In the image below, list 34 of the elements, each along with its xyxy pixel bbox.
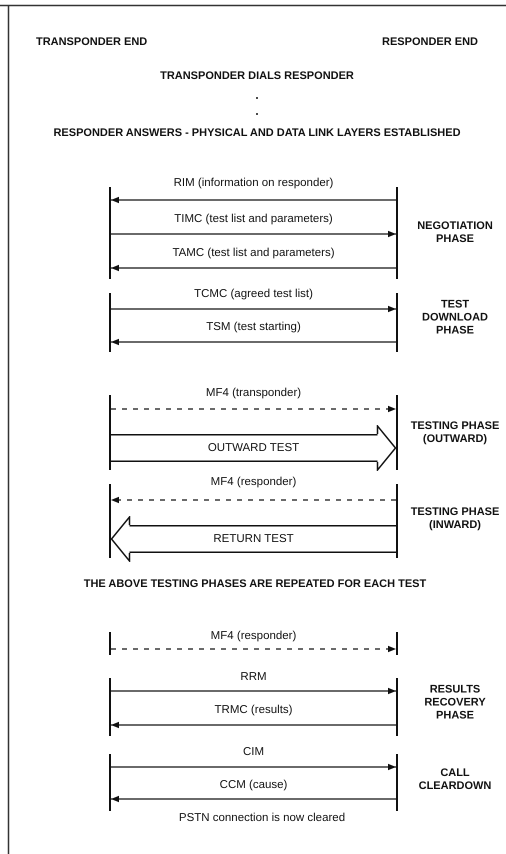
message-label: MF4 (transponder) [204,386,304,400]
arrow [111,688,396,694]
dashed-arrow [111,646,396,652]
heading-text: THE ABOVE TESTING PHASES ARE REPEATED FOR EACH TEST [84,578,426,591]
message-label: TIMC (test list and parameters) [172,212,335,226]
message-label: MF4 (responder) [208,629,298,643]
message-label: MF4 (responder) [208,475,298,489]
heading-text: RESPONDER ANSWERS - PHYSICAL AND DATA LINK LAYERS ESTABLISHED [53,127,461,140]
arrow [111,264,396,272]
arrow [111,230,396,238]
dashed-arrow [111,406,396,412]
phase-label: TESTING PHASE (OUTWARD) [410,420,500,446]
heading-text: RESPONDER END [382,36,478,49]
phase-label: CALL CLEARDOWN [418,767,492,793]
dashed-arrow [111,496,396,504]
heading-text: TRANSPONDER END [36,36,148,49]
arrow [111,306,396,312]
message-label: RIM (information on responder) [172,176,336,190]
arrow [111,796,396,802]
message-label: TCMC (agreed test list) [192,287,315,301]
message-label: TRMC (results) [212,703,294,717]
arrow [111,764,396,770]
message-label: TAMC (test list and parameters) [170,246,337,260]
heading-text: TRANSPONDER DIALS RESPONDER [160,70,354,83]
phase-label: NEGOTIATION PHASE [416,220,494,246]
phase-label: TESTING PHASE (INWARD) [410,506,500,532]
arrow [111,196,396,204]
note-text: PSTN connection is now cleared [178,812,346,825]
message-label: TSM (test starting) [204,320,303,334]
phase-label: RESULTS RECOVERY PHASE [423,684,487,722]
phase-label: TEST DOWNLOAD PHASE [421,298,489,338]
arrow [111,722,396,728]
arrow [111,338,396,346]
message-label: CCM (cause) [218,778,290,792]
